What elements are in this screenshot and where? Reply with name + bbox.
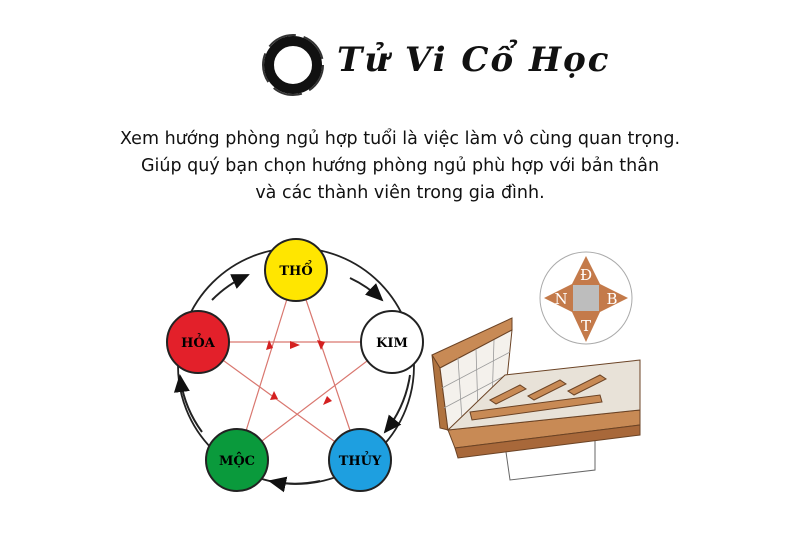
intro-line: Giúp quý bạn chọn hướng phòng ngủ phù hợ… — [140, 156, 660, 176]
cycle-arrows — [173, 274, 411, 493]
element-label: KIM — [376, 336, 408, 351]
bed-illustration — [431, 317, 641, 481]
compass-icon: Đ N B T — [539, 251, 633, 345]
element-label: THỦY — [339, 451, 382, 469]
compass-south: T — [581, 317, 591, 335]
element-label: THỔ — [279, 260, 312, 279]
element-label: MỘC — [219, 452, 255, 469]
five-elements-diagram: THỔ KIM THỦY MỘC HỎA — [166, 238, 424, 493]
element-kim: KIM — [360, 310, 424, 374]
intro-line: Xem hướng phòng ngủ hợp tuổi là việc làm… — [119, 129, 681, 149]
compass-west: N — [554, 290, 567, 308]
ink-circle-icon — [262, 34, 324, 96]
star-lines — [197, 269, 393, 461]
element-label: HỎA — [181, 333, 216, 351]
logo-text: Tử Vi Cổ Học — [337, 40, 611, 80]
element-hoa: HỎA — [166, 310, 230, 374]
intro-text: Xem hướng phòng ngủ hợp tuổi là việc làm… — [0, 126, 800, 207]
compass-east: B — [606, 290, 617, 308]
compass-north: Đ — [580, 266, 592, 284]
logo: Tử Vi Cổ Học — [255, 30, 608, 100]
intro-line: và các thành viên trong gia đình. — [255, 183, 545, 203]
element-tho: THỔ — [264, 238, 328, 302]
element-thuy: THỦY — [328, 428, 392, 492]
element-moc: MỘC — [205, 428, 269, 492]
